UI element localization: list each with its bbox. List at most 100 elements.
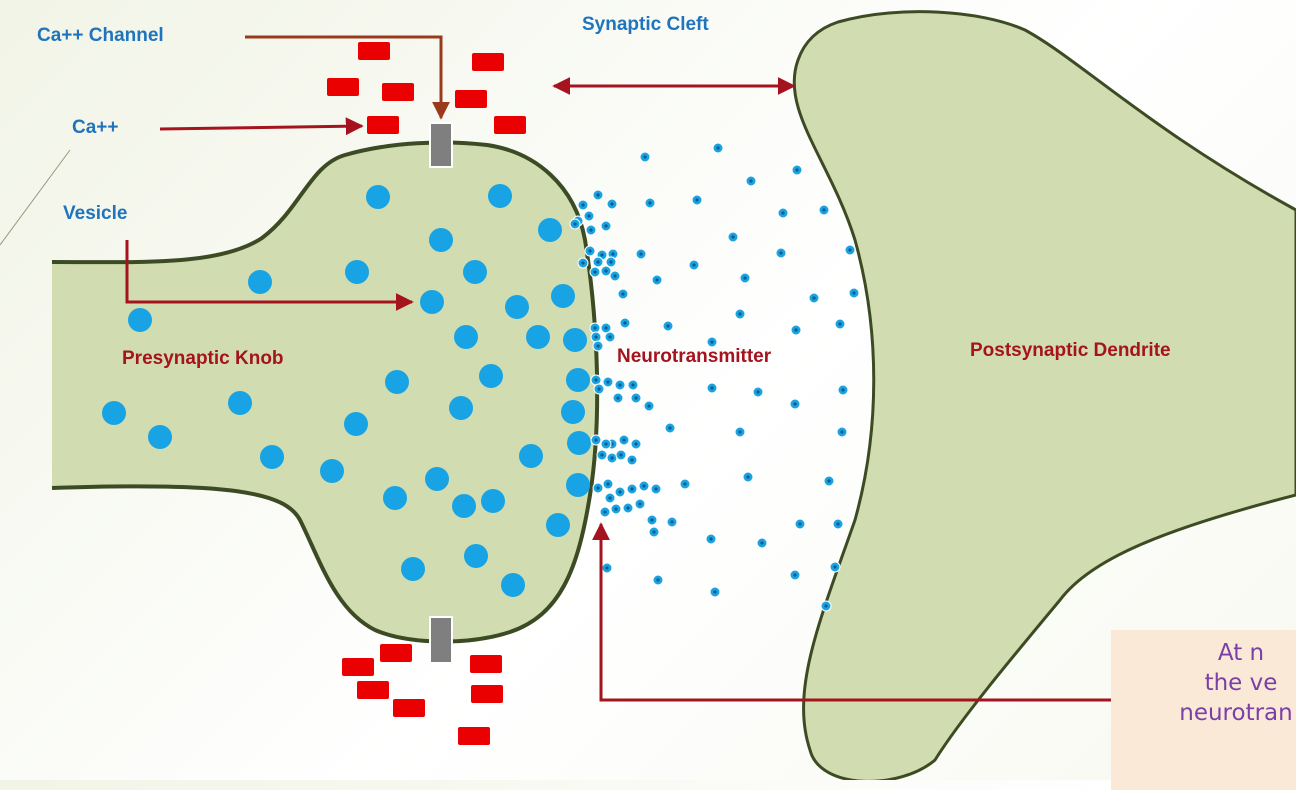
vesicle xyxy=(345,260,369,284)
vesicle xyxy=(566,368,590,392)
neurotransmitter-dot-core xyxy=(713,590,716,593)
neurotransmitter-dot-core xyxy=(618,490,621,493)
vesicle xyxy=(449,396,473,420)
neurotransmitter-dot-core xyxy=(588,249,591,252)
neurotransmitter-dot-core xyxy=(631,383,634,386)
calcium-ion xyxy=(455,90,487,108)
neurotransmitter-dot-core xyxy=(798,522,801,525)
neurotransmitter-dot-core xyxy=(781,211,784,214)
neurotransmitter-dot-core xyxy=(666,324,669,327)
vesicle xyxy=(454,325,478,349)
vesicle xyxy=(128,308,152,332)
calcium-ion xyxy=(472,53,504,71)
neurotransmitter-dot-core xyxy=(619,453,622,456)
vesicle xyxy=(464,544,488,568)
vesicle xyxy=(429,228,453,252)
neurotransmitter-dot-core xyxy=(639,252,642,255)
vesicle xyxy=(526,325,550,349)
calcium-channel-bottom xyxy=(430,617,452,663)
neurotransmitter-dot-core xyxy=(616,396,619,399)
calcium-ion xyxy=(327,78,359,96)
neurotransmitter-dot-core xyxy=(779,251,782,254)
vesicle xyxy=(385,370,409,394)
neurotransmitter-dot-core xyxy=(596,344,599,347)
neurotransmitter-dot-core xyxy=(841,388,844,391)
postsynaptic-dendrite-label: Postsynaptic Dendrite xyxy=(970,340,1171,362)
neurotransmitter-dot-core xyxy=(709,537,712,540)
neurotransmitter-dot-core xyxy=(738,430,741,433)
calcium-ion xyxy=(458,727,490,745)
calcium-ion xyxy=(358,42,390,60)
neurotransmitter-dot-core xyxy=(608,335,611,338)
neurotransmitter-dot-core xyxy=(743,276,746,279)
calcium-ion xyxy=(494,116,526,134)
neurotransmitter-dot-core xyxy=(596,260,599,263)
neurotransmitter-dot-core xyxy=(794,328,797,331)
vesicle xyxy=(383,486,407,510)
calcium-ion xyxy=(471,685,503,703)
neurotransmitter-dot-core xyxy=(670,520,673,523)
neurotransmitter-dot-core xyxy=(589,228,592,231)
neurotransmitter-dot-core xyxy=(600,453,603,456)
neurotransmitter-dot-core xyxy=(604,224,607,227)
neurotransmitter-dot-core xyxy=(793,402,796,405)
calcium-ion xyxy=(470,655,502,673)
neurotransmitter-dot-core xyxy=(596,193,599,196)
neurotransmitter-dot-core xyxy=(683,482,686,485)
vesicle xyxy=(260,445,284,469)
neurotransmitter-dot-core xyxy=(593,326,596,329)
vesicle xyxy=(463,260,487,284)
calcium-ion xyxy=(367,116,399,134)
neurotransmitter-dot-core xyxy=(654,487,657,490)
presynaptic-knob xyxy=(52,142,597,641)
neurotransmitter-dot-core xyxy=(836,522,839,525)
neurotransmitter-dot-core xyxy=(606,482,609,485)
neurotransmitter-dot-core xyxy=(621,292,624,295)
vesicle xyxy=(563,328,587,352)
neurotransmitter-group xyxy=(570,143,859,611)
neurotransmitter-dot-core xyxy=(760,541,763,544)
neurotransmitter-dot-core xyxy=(614,507,617,510)
neurotransmitter-dot-core xyxy=(793,573,796,576)
neurotransmitter-dot-core xyxy=(647,404,650,407)
decorative-line xyxy=(0,150,70,245)
vesicle xyxy=(481,489,505,513)
neurotransmitter-dot-core xyxy=(593,270,596,273)
neurotransmitter-dot-core xyxy=(731,235,734,238)
calcium-channel-top xyxy=(430,123,452,167)
vesicle xyxy=(320,459,344,483)
neurotransmitter-dot-core xyxy=(634,442,637,445)
neurotransmitter-dot-core xyxy=(840,430,843,433)
neurotransmitter-dot-core xyxy=(710,340,713,343)
neurotransmitter-dot-core xyxy=(604,442,607,445)
vesicle xyxy=(452,494,476,518)
ca-ion-label: Ca++ xyxy=(72,117,118,139)
neurotransmitter-dot-core xyxy=(652,530,655,533)
calcium-ion xyxy=(342,658,374,676)
vesicle xyxy=(401,557,425,581)
neurotransmitter-dot-core xyxy=(600,253,603,256)
neurotransmitter-dot-core xyxy=(596,486,599,489)
neurotransmitter-dot-core xyxy=(608,496,611,499)
neurotransmitter-dot-core xyxy=(833,565,836,568)
ca-channel-arrow xyxy=(245,37,441,118)
neurotransmitter-dot-core xyxy=(609,260,612,263)
neurotransmitter-dot-core xyxy=(738,312,741,315)
vesicle xyxy=(420,290,444,314)
neurotransmitter-dot-core xyxy=(852,291,855,294)
neurotransmitter-dot-core xyxy=(611,252,614,255)
neurotransmitter-dot-core xyxy=(604,326,607,329)
neurotransmitter-dot-core xyxy=(605,566,608,569)
vesicle xyxy=(519,444,543,468)
calcium-ion xyxy=(382,83,414,101)
neurotransmitter-dot-core xyxy=(597,387,600,390)
vesicle xyxy=(425,467,449,491)
neurotransmitter-dot-core xyxy=(648,201,651,204)
vesicle xyxy=(228,391,252,415)
neurotransmitter-dot-core xyxy=(610,456,613,459)
note-box: At n the ve neurotran xyxy=(1111,630,1296,790)
ca-ion-arrow xyxy=(160,126,362,129)
note-line-3: neurotran xyxy=(1111,698,1296,728)
neurotransmitter-dot-core xyxy=(581,203,584,206)
